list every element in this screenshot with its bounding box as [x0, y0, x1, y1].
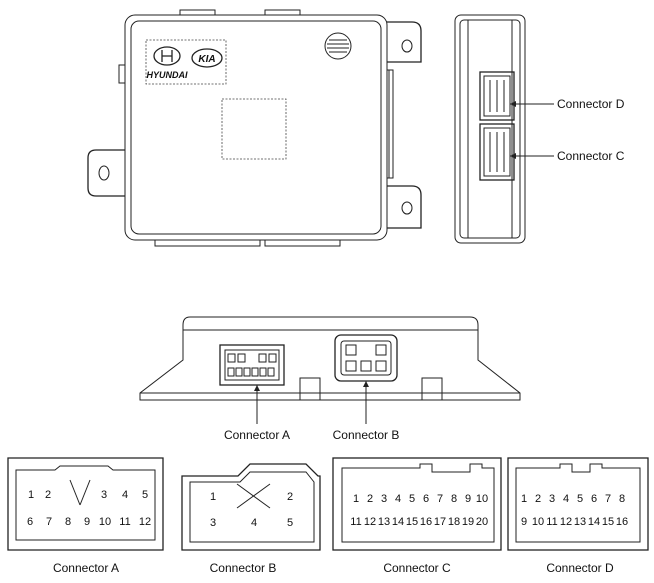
caption-connector-b: Connector B — [210, 561, 277, 575]
connector-a-pin-9: 9 — [84, 516, 90, 528]
connector-a-pin-3: 3 — [101, 489, 107, 501]
connector-d-pin-2: 2 — [535, 493, 541, 505]
connector-b-pin-3: 3 — [210, 517, 216, 529]
connector-c-pin-16: 16 — [420, 516, 432, 528]
connector-a-pin-12: 12 — [139, 516, 151, 528]
connector-c-pin-18: 18 — [448, 516, 460, 528]
caption-connector-a: Connector A — [53, 561, 119, 575]
connector-b-pin-4: 4 — [251, 517, 257, 529]
callout-connector-c: Connector C — [557, 149, 625, 163]
connector-b-pinout: 1 2 3 4 5 — [181, 463, 321, 551]
connector-a-pin-2: 2 — [45, 489, 51, 501]
connector-d-pin-3: 3 — [549, 493, 555, 505]
callout-connector-b: Connector B — [333, 428, 400, 442]
connector-a-pin-4: 4 — [122, 489, 128, 501]
hyundai-logo-text: HYUNDAI — [146, 70, 188, 80]
caption-connector-d: Connector D — [546, 561, 614, 575]
connector-d-pin-4: 4 — [563, 493, 569, 505]
connector-c-pin-10: 10 — [476, 493, 488, 505]
connector-c-pin-6: 6 — [423, 493, 429, 505]
module-top-view: HYUNDAI KIA — [87, 9, 422, 247]
connector-c-pin-20: 20 — [476, 516, 488, 528]
connector-c-pin-9: 9 — [465, 493, 471, 505]
connector-d-pin-11: 11 — [546, 516, 557, 528]
connector-c-pin-1: 1 — [353, 493, 359, 505]
connector-a-pin-1: 1 — [28, 489, 34, 501]
connector-c-pin-4: 4 — [395, 493, 401, 505]
connector-d-pin-1: 1 — [521, 493, 527, 505]
connector-c-pin-7: 7 — [437, 493, 443, 505]
connector-d-pin-16: 16 — [616, 516, 628, 528]
connector-d-pin-10: 10 — [532, 516, 544, 528]
connector-d-pin-5: 5 — [577, 493, 583, 505]
connector-d-pin-12: 12 — [560, 516, 572, 528]
connector-d-pin-13: 13 — [574, 516, 586, 528]
connector-d-pin-6: 6 — [591, 493, 597, 505]
connector-c-pin-11: 11 — [350, 516, 361, 528]
module-side-view — [454, 14, 554, 244]
callout-connector-d: Connector D — [557, 97, 625, 111]
connector-c-pin-19: 19 — [462, 516, 474, 528]
connector-a-pin-10: 10 — [99, 516, 111, 528]
connector-d-pin-15: 15 — [602, 516, 614, 528]
connector-a-pin-11: 11 — [119, 516, 130, 528]
connector-c-pin-3: 3 — [381, 493, 387, 505]
connector-c-pin-5: 5 — [409, 493, 415, 505]
connector-c-pin-2: 2 — [367, 493, 373, 505]
connector-d-pin-7: 7 — [605, 493, 611, 505]
connector-d-pin-9: 9 — [521, 516, 527, 528]
connector-a-pin-5: 5 — [142, 489, 148, 501]
connector-a-pin-7: 7 — [46, 516, 52, 528]
connector-b-pin-1: 1 — [210, 491, 216, 503]
connector-b-pin-5: 5 — [287, 517, 293, 529]
connector-b-pin-2: 2 — [287, 491, 293, 503]
connector-c-pin-15: 15 — [406, 516, 418, 528]
connector-c-pin-14: 14 — [392, 516, 404, 528]
connector-a-pin-6: 6 — [27, 516, 33, 528]
connector-a-pin-8: 8 — [65, 516, 71, 528]
connector-c-pin-8: 8 — [451, 493, 457, 505]
speaker-grille-icon — [327, 39, 349, 53]
callout-connector-a: Connector A — [224, 428, 290, 442]
connector-d-pin-14: 14 — [588, 516, 600, 528]
connector-c-pin-13: 13 — [378, 516, 390, 528]
module-front-view — [139, 316, 521, 424]
connector-c-pin-17: 17 — [434, 516, 446, 528]
connector-d-pin-8: 8 — [619, 493, 625, 505]
connector-c-pin-12: 12 — [364, 516, 376, 528]
caption-connector-c: Connector C — [383, 561, 451, 575]
kia-logo-text: KIA — [198, 54, 215, 65]
